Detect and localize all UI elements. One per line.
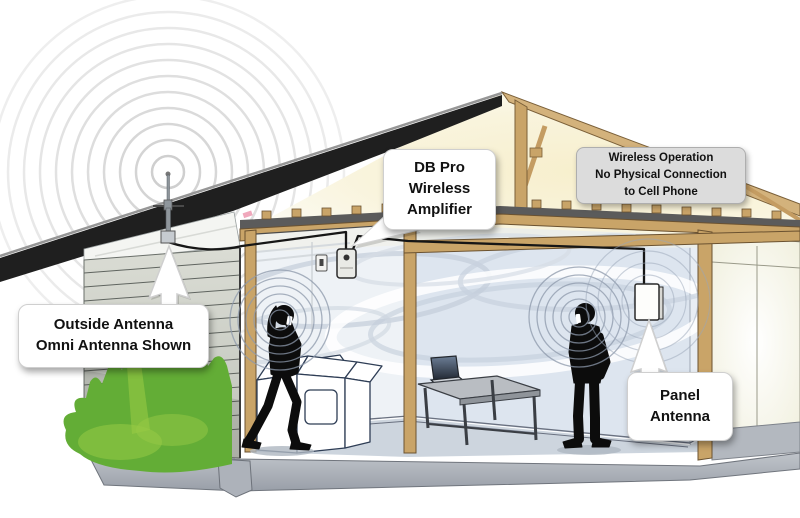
table-with-laptop xyxy=(417,355,541,446)
panel-antenna-device xyxy=(585,238,711,364)
person-on-phone-right xyxy=(528,266,630,455)
left-cut-stud xyxy=(244,229,257,453)
callout-outside-antenna-line2: Omni Antenna Shown xyxy=(35,337,192,354)
callout-panel-antenna: Panel Antenna xyxy=(627,372,733,441)
callout-amplifier-line2: Wireless xyxy=(408,180,471,198)
cell-phone xyxy=(575,313,582,324)
washer-dryer xyxy=(256,354,383,454)
roof-shadow-band xyxy=(240,206,800,231)
table xyxy=(417,375,541,446)
amplifier-device xyxy=(336,248,357,279)
callout-panel-antenna-line1: Panel xyxy=(659,386,701,404)
callout-wireless-note-line1: Wireless Operation xyxy=(608,152,714,165)
callout-amplifier: DB Pro Wireless Amplifier xyxy=(383,149,496,230)
phone-signal-rings-left xyxy=(229,269,331,371)
end-wall xyxy=(711,233,800,461)
foundation xyxy=(85,449,800,498)
callout-amplifier-line3: Amplifier xyxy=(406,200,472,218)
coax-cable xyxy=(166,230,646,287)
callout-panel-antenna-line2: Antenna xyxy=(650,407,710,425)
foundation-block xyxy=(217,458,253,498)
roof xyxy=(0,91,503,282)
wall-outlet xyxy=(315,254,328,272)
callout-wireless-note-line3: to Cell Phone xyxy=(624,185,698,198)
gable-stud xyxy=(514,99,528,213)
callout-wireless-note: Wireless Operation No Physical Connectio… xyxy=(576,147,746,204)
omni-antenna xyxy=(153,171,184,244)
front-top-plate xyxy=(403,230,800,254)
callout-amplifier-line1: DB Pro xyxy=(414,159,465,177)
callout-outside-antenna: Outside Antenna Omni Antenna Shown xyxy=(18,304,209,368)
callout-wireless-note-line2: No Physical Connection xyxy=(595,169,727,182)
callout-outside-antenna-line1: Outside Antenna xyxy=(53,316,174,334)
person-on-phone-left xyxy=(229,269,331,456)
center-post xyxy=(403,220,417,454)
